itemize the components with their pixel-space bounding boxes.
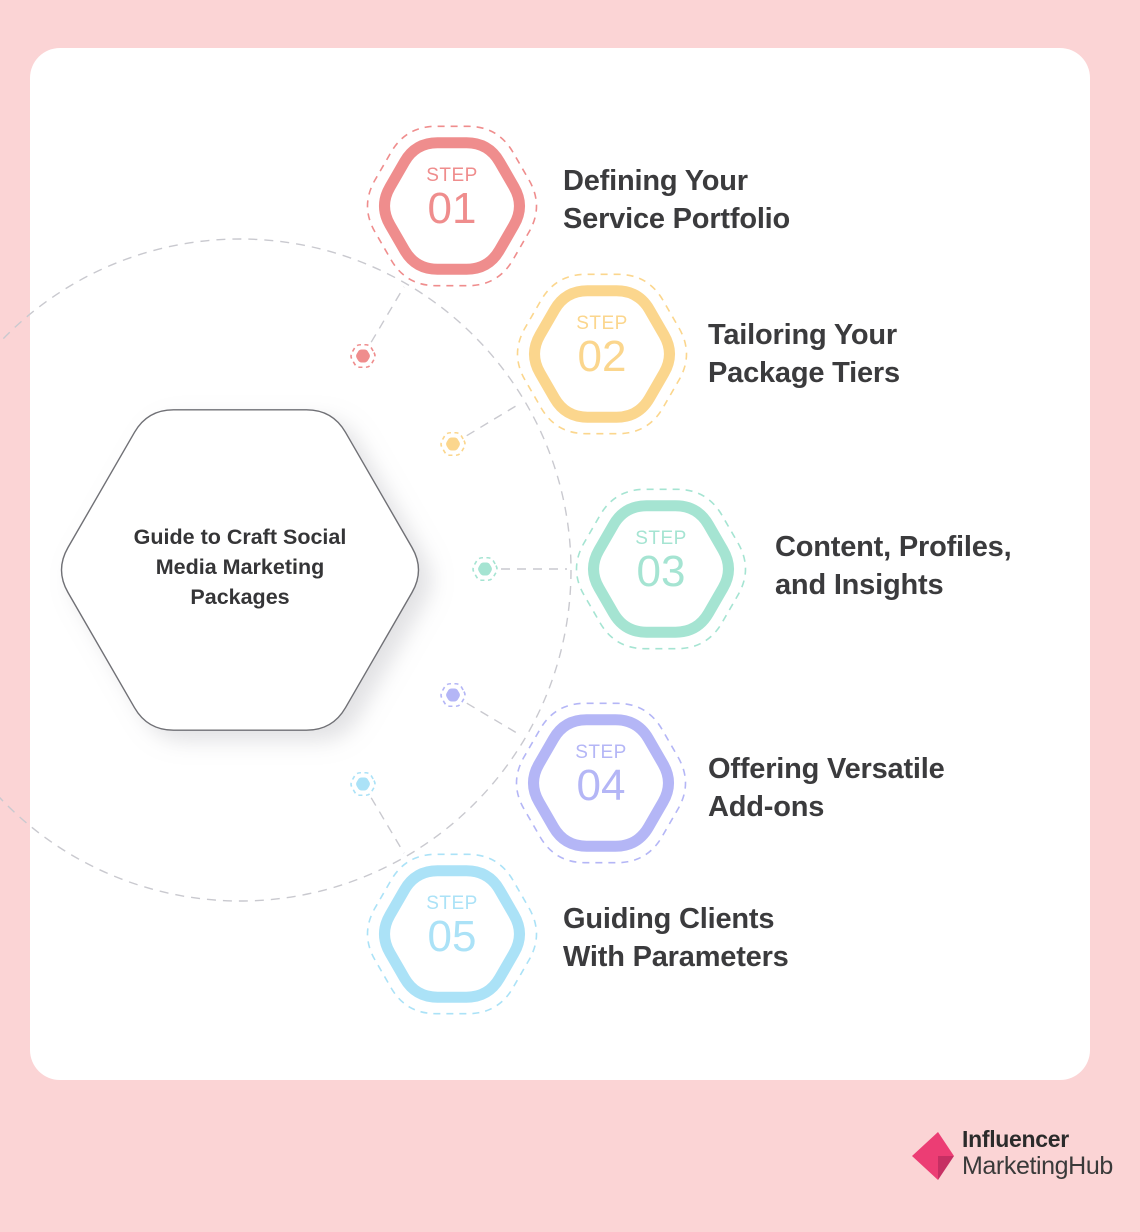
connector-line-02 — [466, 402, 522, 437]
step-hexagon-01 — [379, 137, 525, 275]
logo-hub-text: Hub — [1068, 1152, 1113, 1180]
step-label-02: Tailoring Your Package Tiers — [708, 319, 900, 389]
guide-circle-path — [0, 238, 572, 902]
step-hexagon-dashed-outline-01 — [366, 125, 538, 287]
step-label-04: Offering Versatile Add-ons — [708, 753, 945, 823]
step-label-03: Content, Profiles, and Insights — [775, 531, 1012, 601]
connector-dot-ring-02 — [440, 431, 466, 457]
connector-dot-ring-01 — [350, 343, 376, 369]
center-hexagon — [60, 409, 420, 731]
step-label-05: Guiding Clients With Parameters — [563, 903, 789, 973]
center-hexagon-title: Guide to Craft Social Media Marketing Pa… — [133, 525, 347, 609]
connector-line-04 — [466, 702, 521, 736]
step-hexagon-03 — [588, 500, 734, 638]
connector-dot-04 — [446, 688, 460, 702]
connector-dot-02 — [446, 437, 460, 451]
step-hexagon-dashed-outline-04 — [515, 702, 687, 864]
step-hexagon-dashed-outline-02 — [516, 273, 688, 435]
connector-dot-01 — [356, 349, 370, 363]
step-hexagon-02 — [529, 285, 675, 423]
step-hexagon-dashed-outline-03 — [575, 488, 747, 650]
step-label-01: Defining Your Service Portfolio — [563, 165, 791, 235]
logo-marketing-text: Marketing — [962, 1152, 1069, 1180]
connector-line-05 — [370, 797, 405, 854]
logo-line-influencer: Influencer — [962, 1126, 1069, 1152]
center-hexagon-shape — [60, 409, 420, 731]
guide-circle — [0, 238, 572, 902]
connector-dot-ring-03 — [472, 556, 498, 582]
connector-dot-ring-04 — [440, 682, 466, 708]
step-hexagon-05 — [379, 865, 525, 1003]
connector-lines — [370, 286, 567, 854]
connector-dots — [350, 343, 498, 797]
logo-line-marketinghub: MarketingHub — [962, 1152, 1113, 1180]
step-hexagon-04 — [528, 714, 674, 852]
connector-dot-05 — [356, 777, 370, 791]
connector-dot-03 — [478, 562, 492, 576]
connector-line-01 — [370, 286, 405, 343]
step-hexagon-dashed-outline-05 — [366, 853, 538, 1015]
brand-logo[interactable]: Influencer MarketingHub — [912, 1126, 1113, 1186]
connector-dot-ring-05 — [350, 771, 376, 797]
logo-arrow-icon — [912, 1132, 954, 1180]
step-hexagons — [366, 125, 747, 1015]
